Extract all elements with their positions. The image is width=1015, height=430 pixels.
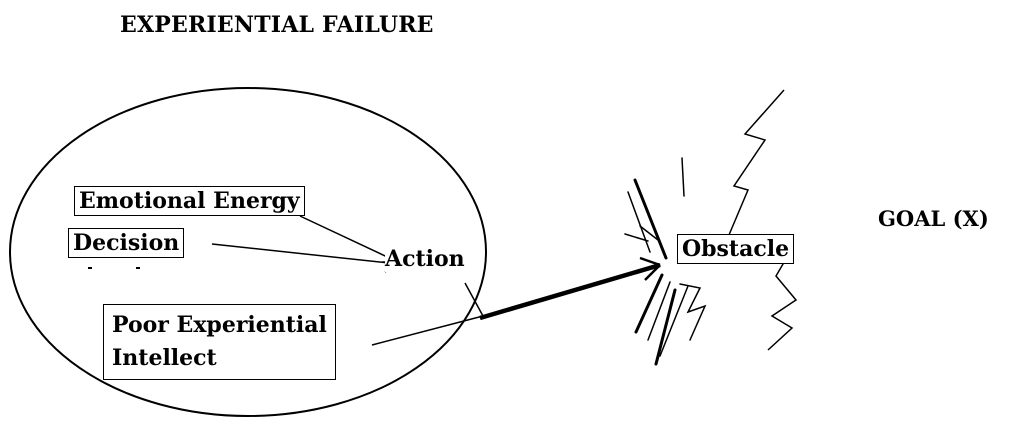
impact-marks [624,157,707,366]
lightning-bolt-top [725,89,785,243]
intellect-line-1: Poor Experiential [112,312,327,338]
node-decision: Decision [68,228,185,259]
connector-action-down [464,282,484,317]
intellect-line-2: Intellect [112,345,217,371]
goal-label: GOAL (X) [878,206,989,231]
node-poor-experiential-intellect: Poor Experiential Intellect [103,304,336,380]
node-emotional-energy: Emotional Energy [74,186,305,217]
arrow-to-obstacle [479,256,661,321]
diagram-title: EXPERIENTIAL FAILURE [120,12,434,38]
lightning-bolt-bottom [767,251,798,351]
node-obstacle: Obstacle [677,234,795,265]
node-action: Action [385,246,465,272]
mind-ellipse [9,87,487,417]
connector-intellect [371,315,484,346]
